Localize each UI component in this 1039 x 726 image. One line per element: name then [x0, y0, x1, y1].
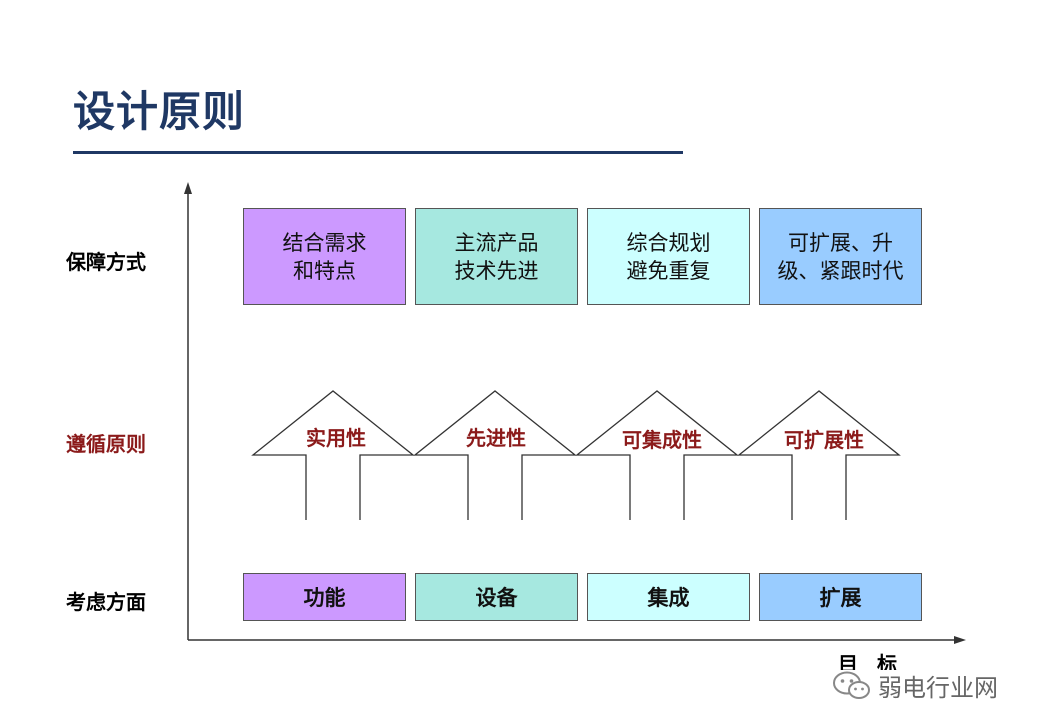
wechat-icon: [833, 671, 870, 699]
watermark-text: 弱电行业网: [878, 674, 998, 702]
factor-box: 集成: [587, 573, 750, 621]
x-axis-arrow-icon: [954, 636, 966, 644]
row-label-principles: 遵循原则: [66, 432, 146, 456]
principle-arrow: 可扩展性: [737, 390, 901, 520]
factor-box: 功能: [243, 573, 406, 621]
title-underline: [73, 151, 683, 154]
principle-label: 可扩展性: [784, 428, 864, 452]
principle-label: 实用性: [306, 426, 366, 450]
factor-box: 设备: [415, 573, 578, 621]
x-axis-label: 目 标: [838, 652, 903, 670]
watermark: 弱电行业网: [832, 668, 998, 703]
row-label-considerations: 考虑方面: [66, 590, 146, 614]
guarantee-box: 综合规划避免重复: [587, 208, 750, 305]
y-axis-arrow-icon: [184, 182, 192, 194]
principle-label: 先进性: [466, 426, 526, 450]
principle-arrow: 实用性: [251, 390, 415, 520]
guarantee-box: 结合需求和特点: [243, 208, 406, 305]
principle-label: 可集成性: [622, 428, 702, 452]
page-title: 设计原则: [73, 87, 246, 136]
principle-arrow: 可集成性: [575, 390, 739, 520]
principle-arrow: 先进性: [413, 390, 577, 520]
guarantee-box: 主流产品技术先进: [415, 208, 578, 305]
guarantee-box: 可扩展、升级、紧跟时代: [759, 208, 922, 305]
factor-box: 扩展: [759, 573, 922, 621]
row-label-guarantee: 保障方式: [66, 250, 146, 274]
